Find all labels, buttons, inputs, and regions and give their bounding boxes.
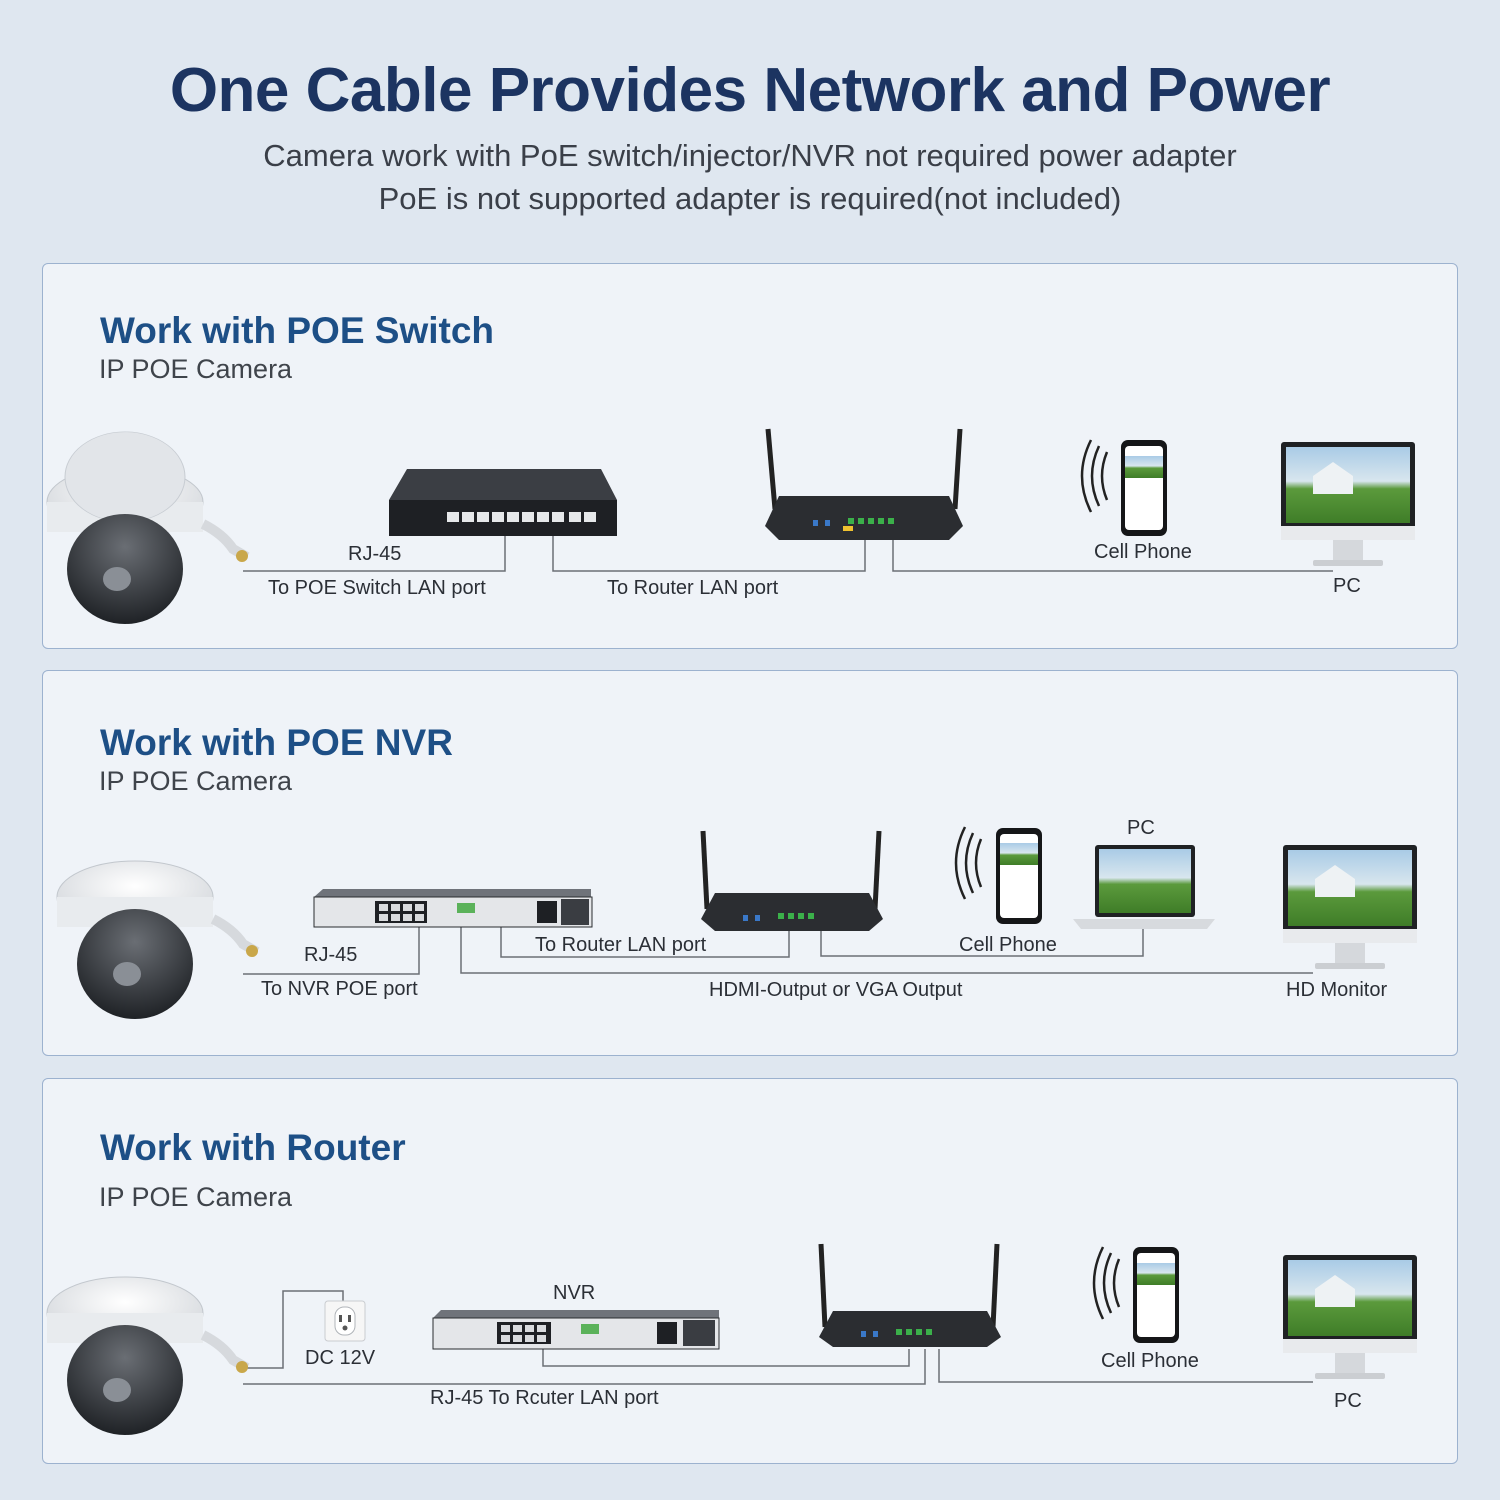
- label-cell-phone: Cell Phone: [1094, 541, 1192, 563]
- panel-subtitle: IP POE Camera: [99, 354, 293, 384]
- label-output: HDMI-Output or VGA Output: [709, 979, 963, 1001]
- label-pc: PC: [1127, 817, 1155, 839]
- diagram-poe-switch: [46, 428, 1415, 624]
- label-nvr: NVR: [553, 1282, 596, 1304]
- cell-phone-icon: [1080, 439, 1167, 536]
- panel-subtitle: IP POE Camera: [99, 1182, 293, 1212]
- label-router-port: To Router LAN port: [607, 577, 779, 599]
- pc-icon: [1281, 442, 1415, 566]
- diagram-router: [46, 1243, 1417, 1435]
- power-outlet-icon: [324, 1300, 366, 1342]
- connection-lines: [243, 927, 1313, 975]
- label-cell-phone: Cell Phone: [959, 934, 1057, 956]
- label-router-port: RJ-45 To Rcuter LAN port: [430, 1387, 659, 1409]
- label-cell-phone: Cell Phone: [1101, 1350, 1199, 1372]
- panel-title: Work with Router: [100, 1127, 406, 1168]
- camera-icon: [46, 1276, 250, 1435]
- panel-title: Work with POE NVR: [100, 722, 453, 763]
- label-pc: PC: [1333, 575, 1361, 597]
- pc-icon: [1283, 1255, 1417, 1379]
- monitor-icon: [1283, 845, 1417, 969]
- panel-poe-nvr: Work with POE NVR IP POE Camera: [42, 670, 1458, 1056]
- label-pc: PC: [1334, 1390, 1362, 1412]
- subtitle-line-2: PoE is not supported adapter is required…: [378, 181, 1122, 216]
- router-icon: [818, 1243, 1001, 1347]
- cell-phone-icon: [1092, 1246, 1179, 1343]
- label-dc-12v: DC 12V: [305, 1347, 376, 1369]
- router-icon: [700, 830, 883, 931]
- connection-lines: [243, 534, 1333, 572]
- panel-title: Work with POE Switch: [100, 310, 495, 351]
- camera-icon: [56, 860, 260, 1019]
- page-title: One Cable Provides Network and Power: [169, 56, 1331, 125]
- label-nvr-port: To NVR POE port: [261, 978, 418, 1000]
- label-router-port: To Router LAN port: [535, 934, 707, 956]
- panel-router: Work with Router IP POE Camera: [42, 1078, 1458, 1464]
- subtitle-line-1: Camera work with PoE switch/injector/NVR…: [263, 138, 1237, 173]
- panel-subtitle: IP POE Camera: [99, 766, 293, 796]
- laptop-icon: [1073, 845, 1215, 929]
- router-icon: [765, 428, 963, 540]
- label-rj45: RJ-45: [304, 944, 358, 966]
- cell-phone-icon: [954, 826, 1042, 924]
- camera-icon: [46, 431, 250, 624]
- diagram-poe-nvr: [56, 826, 1417, 1019]
- label-monitor: HD Monitor: [1286, 979, 1388, 1001]
- nvr-icon: [432, 1310, 720, 1350]
- nvr-icon: [313, 889, 593, 928]
- panel-poe-switch: Work with POE Switch IP POE Camera: [42, 263, 1458, 649]
- label-switch-port: To POE Switch LAN port: [268, 577, 486, 599]
- label-rj45: RJ-45: [348, 543, 402, 565]
- poe-switch-icon: [389, 469, 617, 536]
- connection-lines: [243, 1290, 1313, 1385]
